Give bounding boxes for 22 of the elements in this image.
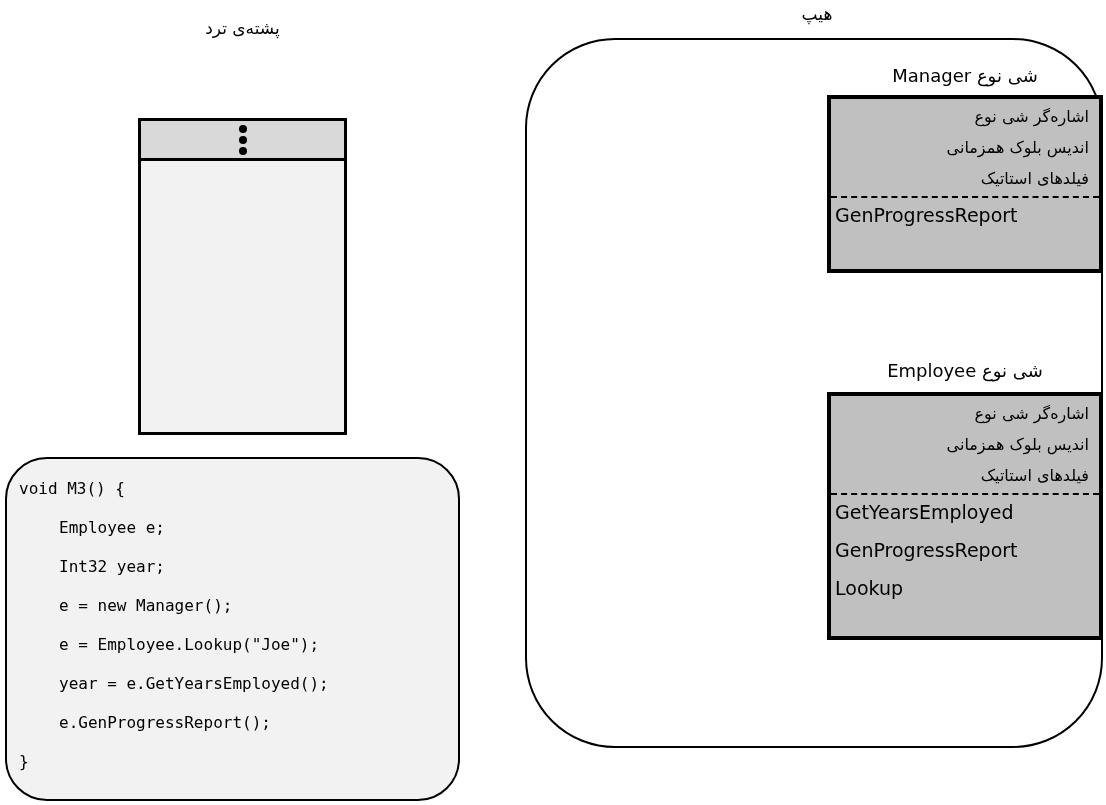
code-line: e = Employee.Lookup("Joe"); [59, 635, 320, 654]
method-name: Lookup [835, 577, 904, 599]
header-field-text: اشاره‌گر شی نوع [974, 107, 1089, 126]
code-line: } [19, 752, 29, 771]
code-line: Employee e; [59, 518, 165, 537]
stack-heading: پشته‌ی ترد [204, 18, 281, 38]
type-object-heading: شی نوع Employee [886, 360, 1044, 381]
type-object-heading: شی نوع Manager [891, 65, 1039, 86]
heap-heading: هیپ [800, 4, 834, 24]
code-line: void M3() { [19, 479, 125, 498]
code-line: year = e.GetYearsEmployed(); [59, 674, 329, 693]
header-field-text: فیلدهای استاتیک [980, 466, 1089, 485]
header-field-text: فیلدهای استاتیک [980, 169, 1089, 188]
header-field-text: اشاره‌گر شی نوع [974, 404, 1089, 423]
method-name: GetYearsEmployed [835, 501, 1014, 523]
code-line: Int32 year; [59, 557, 165, 576]
code-line: e.GenProgressReport(); [59, 713, 271, 732]
code-line: e = new Manager(); [59, 596, 233, 615]
header-field-text: اندیس بلوک همزمانی [946, 138, 1089, 157]
header-field-text: اندیس بلوک همزمانی [946, 435, 1089, 454]
method-name: GenProgressReport [835, 204, 1018, 226]
method-name: GenProgressReport [835, 539, 1018, 561]
